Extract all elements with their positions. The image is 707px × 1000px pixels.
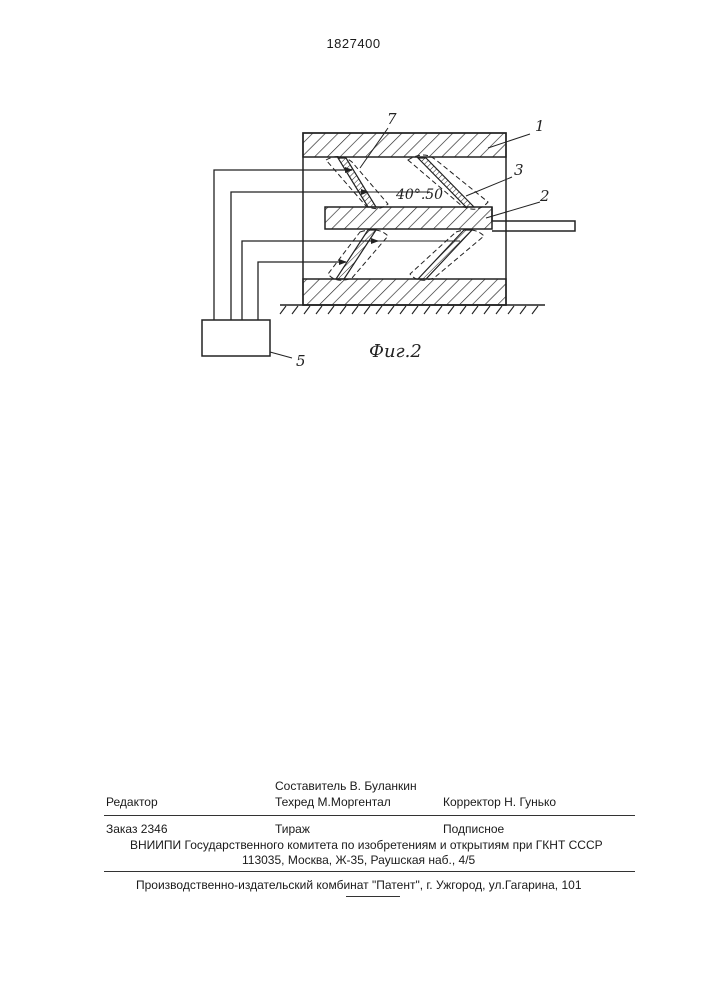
editor-label: Редактор bbox=[106, 795, 158, 809]
ground-hatching bbox=[280, 306, 538, 314]
publisher-line: Производственно-издательский комбинат "П… bbox=[136, 878, 582, 892]
proofreader-line: Корректор Н. Гунько bbox=[443, 795, 556, 809]
lower-left-element bbox=[328, 230, 388, 281]
imprint-divider-top bbox=[104, 815, 635, 816]
lower-right-element bbox=[410, 230, 484, 281]
angle-label: 40°.50 bbox=[395, 187, 443, 203]
techred-line: Техред М.Моргентал bbox=[275, 795, 391, 809]
callout-5: 5 bbox=[296, 352, 306, 370]
institute-line: ВНИИПИ Государственного комитета по изоб… bbox=[130, 838, 603, 852]
address-line: 113035, Москва, Ж-35, Раушская наб., 4/5 bbox=[242, 853, 475, 867]
upper-left-element bbox=[326, 156, 388, 208]
central-bar bbox=[325, 207, 492, 229]
circulation-label: Тираж bbox=[275, 822, 310, 836]
leader-lines bbox=[270, 128, 540, 358]
figure-caption: Фиг.2 bbox=[369, 341, 422, 362]
callout-1: 1 bbox=[535, 117, 545, 135]
callout-3: 3 bbox=[514, 161, 524, 179]
callout-2: 2 bbox=[539, 187, 550, 205]
bottom-plate bbox=[303, 279, 506, 305]
order-line: Заказ 2346 bbox=[106, 822, 168, 836]
figure-2-drawing: 1 7 3 2 5 40°.50 Фиг.2 bbox=[0, 0, 707, 400]
compiler-line: Составитель В. Буланкин bbox=[275, 779, 417, 793]
callout-7: 7 bbox=[387, 110, 397, 128]
control-unit bbox=[202, 320, 270, 356]
imprint-divider-middle bbox=[104, 871, 635, 872]
imprint-end-rule bbox=[346, 896, 400, 897]
output-rod bbox=[492, 207, 575, 231]
top-plate bbox=[303, 133, 506, 157]
subscription-label: Подписное bbox=[443, 822, 504, 836]
